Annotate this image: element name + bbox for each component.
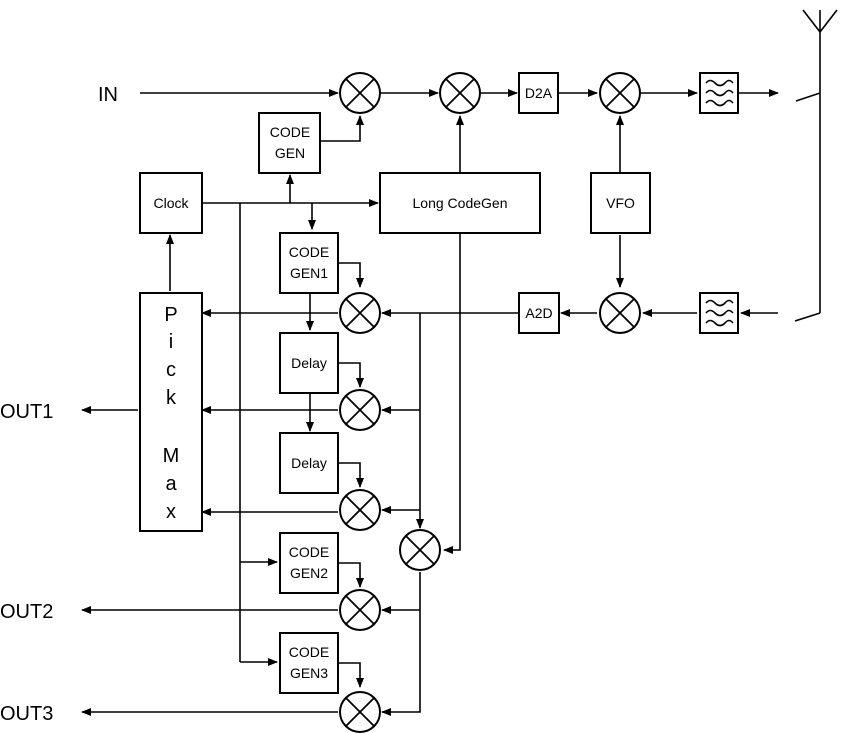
tx-bandpass-filter-icon	[699, 72, 739, 114]
code-gen3-block: CODE GEN3	[279, 632, 339, 694]
clock-label: Clock	[153, 195, 189, 211]
delay2-label: Delay	[291, 455, 327, 471]
out3-port-label: OUT3	[0, 703, 53, 725]
d2a-label: D2A	[525, 85, 553, 101]
rx-switch-icon	[794, 312, 821, 322]
mixer-icon-out3	[339, 691, 381, 733]
delay2-block: Delay	[279, 432, 339, 494]
mixer-icon-out2	[339, 589, 381, 631]
code-gen-label-2: GEN	[275, 145, 305, 161]
pick-max-letter: c	[166, 359, 176, 381]
code-gen1-label-2: GEN1	[290, 265, 328, 281]
a2d-label: A2D	[525, 305, 552, 321]
code-gen2-label-1: CODE	[289, 544, 329, 560]
antenna-icon	[802, 9, 838, 313]
long-code-gen-label: Long CodeGen	[413, 195, 508, 211]
clock-block: Clock	[139, 172, 203, 234]
pick-max-letter: M	[163, 445, 180, 467]
delay1-label: Delay	[291, 355, 327, 371]
pick-max-letter: i	[169, 331, 173, 353]
wires	[81, 89, 779, 716]
code-gen2-block: CODE GEN2	[279, 532, 339, 594]
a2d-block: A2D	[518, 292, 560, 334]
delay1-block: Delay	[279, 332, 339, 394]
mixer-icon-corr3	[339, 489, 381, 531]
mixer-icon-corr2	[339, 389, 381, 431]
mixer-icon-tx-vfo	[599, 72, 641, 114]
pick-max-letter: k	[166, 387, 177, 409]
mixer-icon-rx-vfo	[599, 292, 641, 334]
input-port-label: IN	[98, 84, 118, 106]
mixer-icon-despread	[399, 529, 441, 571]
mixer-icon-tx1	[339, 72, 381, 114]
pick-max-letter: x	[166, 501, 176, 523]
tx-switch-icon	[795, 92, 821, 102]
code-gen1-block: CODE GEN1	[279, 232, 339, 294]
mixer-icon-tx2	[439, 72, 481, 114]
code-gen-block: CODE GEN	[258, 112, 321, 174]
out1-port-label: OUT1	[0, 401, 53, 423]
out2-port-label: OUT2	[0, 601, 53, 623]
mixer-icon-corr1	[339, 292, 381, 334]
code-gen3-label-1: CODE	[289, 644, 329, 660]
long-code-gen-block: Long CodeGen	[379, 172, 541, 234]
code-gen-label-1: CODE	[270, 124, 310, 140]
code-gen1-label-1: CODE	[289, 244, 329, 260]
pick-max-block: P i c k M a x	[139, 292, 203, 532]
rx-bandpass-filter-icon	[699, 292, 739, 334]
code-gen3-label-2: GEN3	[290, 665, 328, 681]
code-gen2-label-2: GEN2	[290, 565, 328, 581]
vfo-label: VFO	[606, 195, 635, 211]
pick-max-letter: a	[165, 473, 177, 495]
vfo-block: VFO	[590, 172, 651, 234]
pick-max-letter: P	[164, 304, 177, 326]
d2a-block: D2A	[518, 72, 559, 114]
